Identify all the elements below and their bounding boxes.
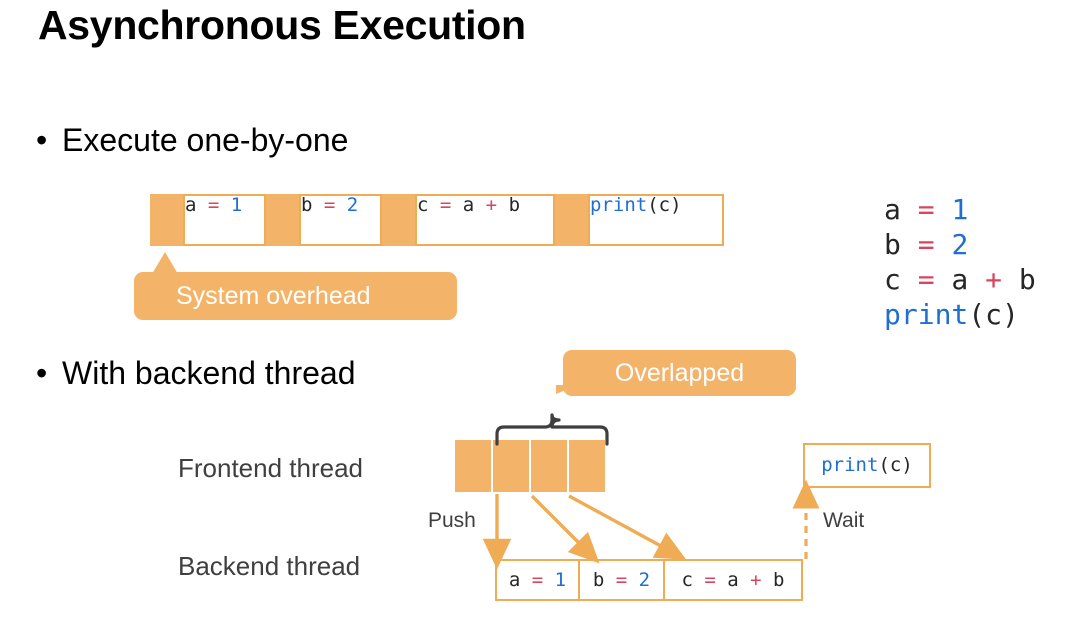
callout-system-overhead-label: System overhead: [176, 281, 371, 310]
callout-overlapped-pointer-icon: [556, 385, 578, 403]
dispatch-arrow-2: [530, 494, 600, 564]
timeline-code-box: a = 1: [183, 194, 266, 246]
bullet-label-1: Execute one-by-one: [62, 122, 349, 158]
source-code-line: b = 2: [884, 228, 969, 261]
wait-label: Wait: [823, 509, 865, 532]
result-print-code: print(c): [821, 454, 913, 476]
callout-pointer-icon: [152, 252, 178, 274]
backend-task-box: c = a + b: [663, 559, 803, 601]
dispatch-arrow-3: [568, 494, 687, 560]
sequential-timeline: a = 1 b = 2 c = a + b print(c): [150, 194, 724, 246]
timeline-code-box: print(c): [588, 194, 724, 246]
callout-system-overhead: System overhead: [134, 272, 457, 320]
frontend-block: [569, 440, 605, 492]
source-code-line: c = a + b: [884, 263, 1036, 296]
result-print-box: print(c): [803, 443, 931, 488]
source-code-line: print(c): [884, 298, 1019, 331]
bullet-with-backend-thread: • With backend thread: [36, 355, 356, 392]
bullet-marker-2: •: [36, 355, 48, 391]
timeline-overhead-block: [555, 194, 588, 246]
callout-overlapped: Overlapped: [563, 350, 796, 396]
frontend-thread-blocks: [455, 440, 605, 492]
source-code-line: a = 1: [884, 193, 969, 226]
bullet-marker-1: •: [36, 122, 48, 158]
frontend-thread-label: Frontend thread: [178, 453, 364, 483]
push-label: Push: [428, 509, 476, 532]
backend-thread-label: Backend thread: [178, 551, 361, 581]
bullet-execute-one-by-one: • Execute one-by-one: [36, 122, 348, 159]
frontend-block: [493, 440, 529, 492]
timeline-overhead-block: [266, 194, 299, 246]
backend-task-box: a = 1: [495, 559, 580, 601]
callout-overlapped-label: Overlapped: [614, 358, 745, 387]
timeline-overhead-block: [382, 194, 415, 246]
frontend-block: [455, 440, 491, 492]
timeline-code-box: b = 2: [299, 194, 382, 246]
page-title: Asynchronous Execution: [38, 2, 526, 48]
bullet-label-2: With backend thread: [62, 355, 356, 391]
frontend-block: [531, 440, 567, 492]
timeline-code-box: c = a + b: [415, 194, 555, 246]
backend-task-box: b = 2: [578, 559, 665, 601]
timeline-overhead-block: [150, 194, 183, 246]
